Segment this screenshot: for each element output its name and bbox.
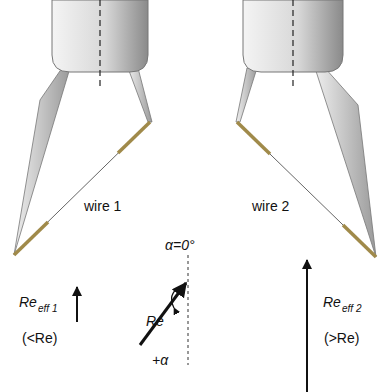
- angle-reference: α=0°: [165, 238, 195, 252]
- flow-symbol: Re: [146, 314, 164, 328]
- angle-arc: [172, 287, 180, 308]
- flow-symbol: Re: [19, 295, 37, 309]
- reference-line: [188, 255, 189, 365]
- flow-note: (>Re): [324, 331, 359, 345]
- subscript: eff 2: [342, 304, 361, 314]
- angle-label: +α: [152, 353, 168, 367]
- flow-arrow-2: [306, 260, 308, 392]
- subscript: eff 1: [38, 304, 57, 314]
- probe-2: [236, 0, 376, 257]
- flow-symbol: Re: [323, 295, 341, 309]
- wire-label: wire 1: [84, 199, 121, 213]
- wire-label: wire 2: [252, 199, 289, 213]
- flow-note: (<Re): [22, 331, 57, 345]
- flow-arrow-1: [76, 287, 78, 322]
- probe-1: [14, 0, 152, 255]
- re-vector: [140, 283, 186, 345]
